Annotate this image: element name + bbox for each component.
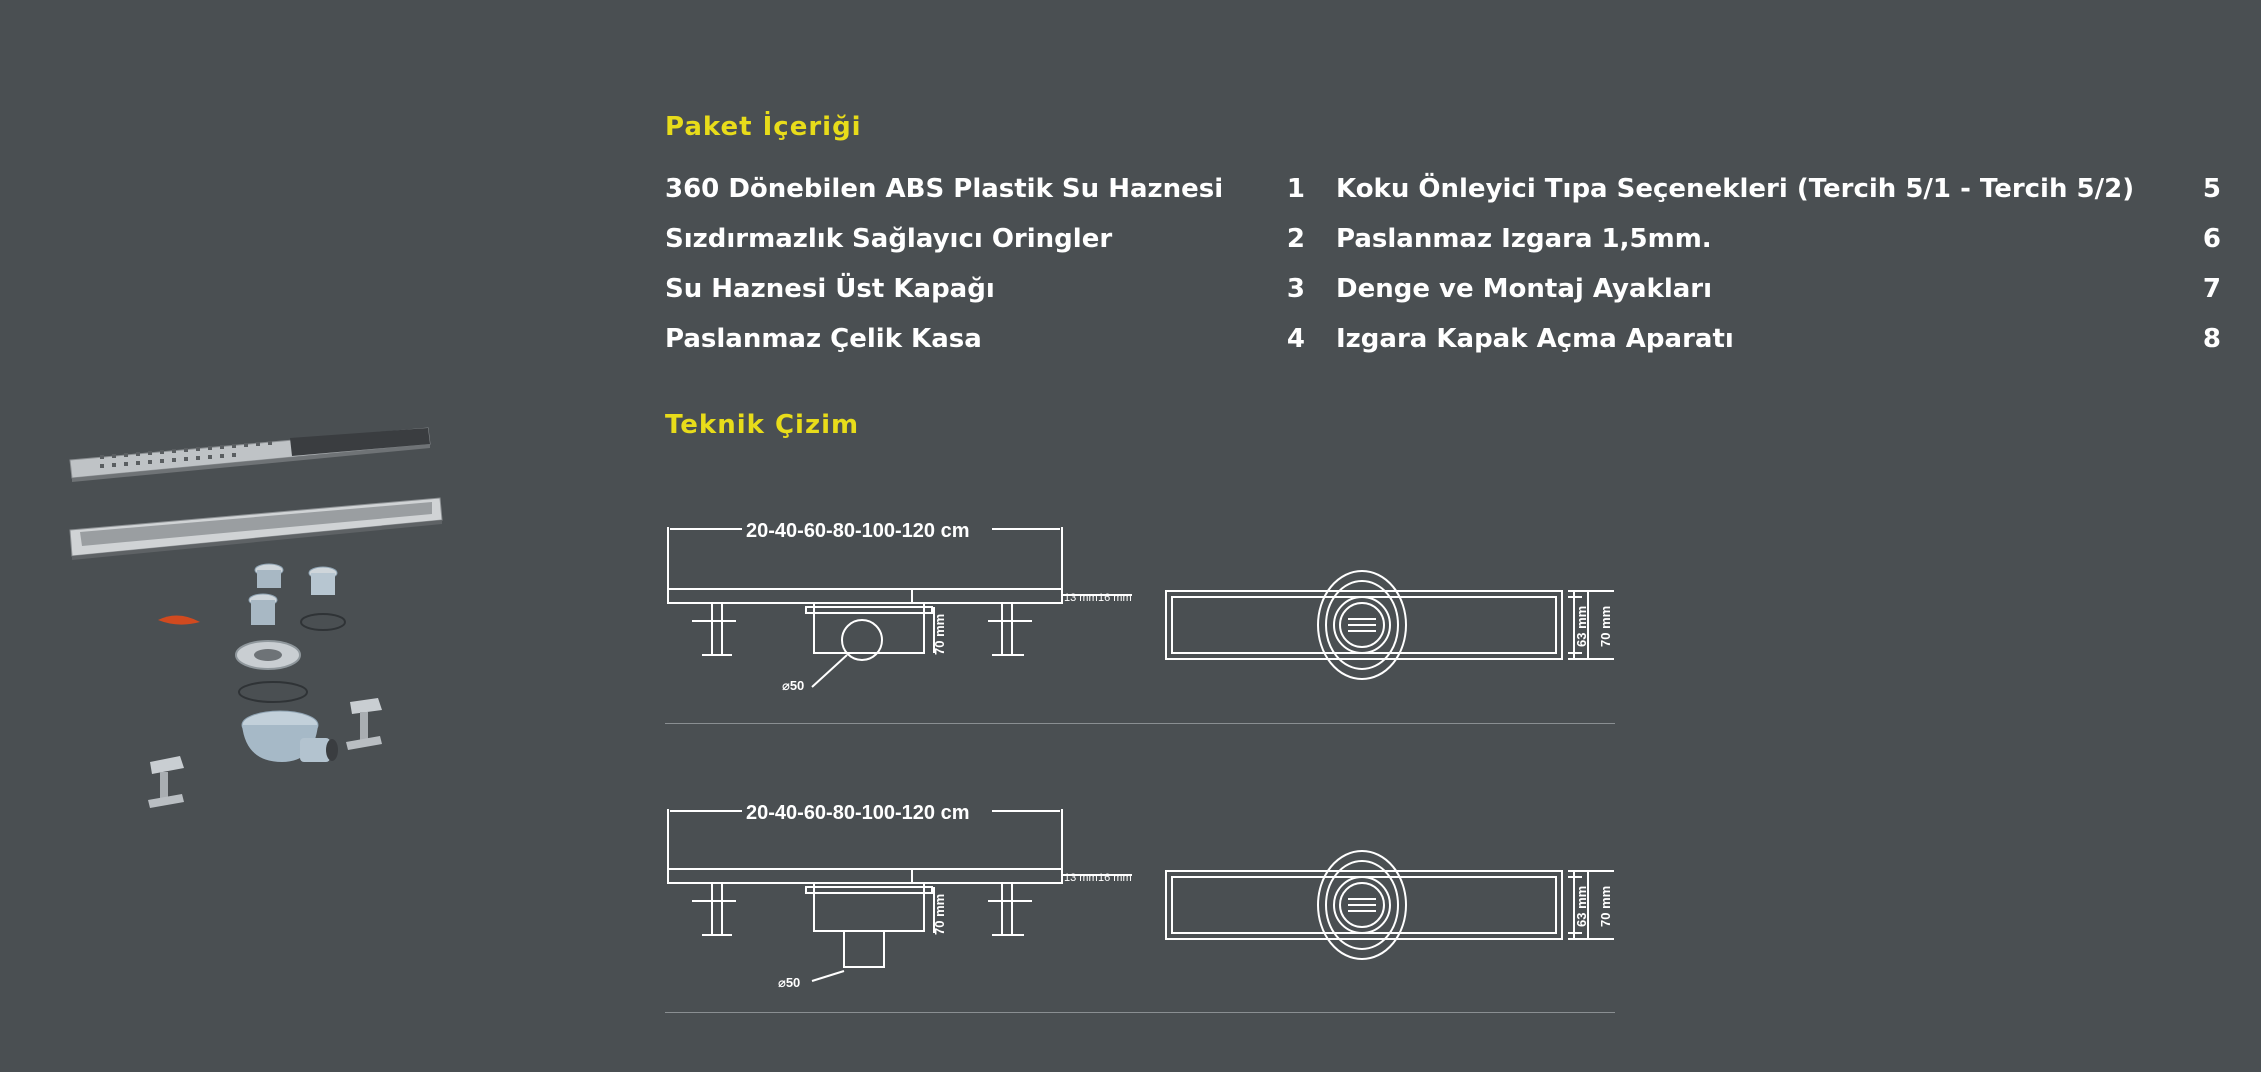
package-item-number: 3	[1286, 274, 1305, 304]
technical-drawing-2: 20-40-60-80-100-120 cm 13 mm 16 mm ⌀50 7…	[667, 802, 1614, 990]
side-height-label: 70 mm	[932, 894, 947, 935]
package-item-label: Paslanmaz Çelik Kasa	[665, 324, 982, 354]
package-item-label: Koku Önleyici Tıpa Seçenekleri (Tercih 5…	[1336, 174, 2135, 204]
dimension-16mm-label: 16 mm	[1098, 872, 1132, 884]
package-item-label: Paslanmaz Izgara 1,5mm.	[1336, 224, 1712, 254]
package-item-number: 4	[1286, 324, 1305, 354]
package-item-label: 360 Dönebilen ABS Plastik Su Haznesi	[665, 174, 1224, 204]
technical-drawing-1: 20-40-60-80-100-120 cm 13 mm 16 mm ⌀50 7…	[667, 520, 1614, 693]
inner-height-label: 63 mm	[1574, 606, 1589, 647]
package-item-number: 1	[1286, 174, 1305, 204]
diameter-label: ⌀50	[778, 975, 800, 990]
package-item-label: Sızdırmazlık Sağlayıcı Oringler	[665, 224, 1113, 254]
package-item-label: Izgara Kapak Açma Aparatı	[1336, 324, 1734, 354]
package-item-number: 2	[1286, 224, 1305, 254]
package-item-number: 5	[2202, 174, 2221, 204]
diameter-label: ⌀50	[782, 678, 804, 693]
section-divider	[665, 1012, 1615, 1013]
package-item: Izgara Kapak Açma Aparatı 8	[1336, 324, 2221, 364]
dimension-16mm-label: 16 mm	[1098, 592, 1132, 604]
side-height-label: 70 mm	[932, 614, 947, 655]
dimension-13mm-label: 13 mm	[1064, 592, 1098, 604]
length-dimension-label: 20-40-60-80-100-120 cm	[746, 520, 970, 542]
front-height-label: 70 mm	[1598, 886, 1613, 927]
package-item: 360 Dönebilen ABS Plastik Su Haznesi 1	[665, 174, 1305, 214]
technical-drawing-title: Teknik Çizim	[665, 410, 860, 440]
package-item-number: 8	[2202, 324, 2221, 354]
package-item: Koku Önleyici Tıpa Seçenekleri (Tercih 5…	[1336, 174, 2221, 214]
package-item: Su Haznesi Üst Kapağı 3	[665, 274, 1305, 314]
length-dimension-label: 20-40-60-80-100-120 cm	[746, 802, 970, 824]
product-exploded-illustration	[69, 427, 443, 808]
package-item: Denge ve Montaj Ayakları 7	[1336, 274, 2221, 314]
front-height-label: 70 mm	[1598, 606, 1613, 647]
package-item: Paslanmaz Çelik Kasa 4	[665, 324, 1305, 364]
package-contents-title: Paket İçeriği	[665, 112, 862, 142]
package-item-label: Su Haznesi Üst Kapağı	[665, 274, 995, 304]
section-divider	[665, 723, 1615, 724]
package-item-number: 6	[2202, 224, 2221, 254]
package-item-number: 7	[2202, 274, 2221, 304]
package-item: Sızdırmazlık Sağlayıcı Oringler 2	[665, 224, 1305, 264]
dimension-13mm-label: 13 mm	[1064, 872, 1098, 884]
package-item-label: Denge ve Montaj Ayakları	[1336, 274, 1713, 304]
inner-height-label: 63 mm	[1574, 886, 1589, 927]
package-item: Paslanmaz Izgara 1,5mm. 6	[1336, 224, 2221, 264]
